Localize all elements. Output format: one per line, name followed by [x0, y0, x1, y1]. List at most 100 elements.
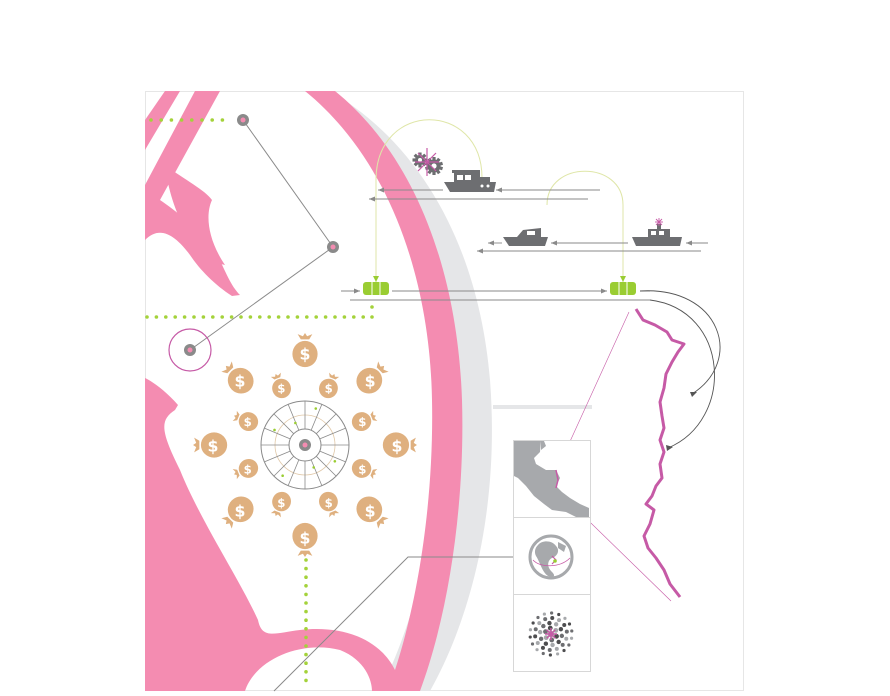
- circle-node-icon: [168, 328, 212, 372]
- cluster-dot: [543, 635, 549, 641]
- green-dot: [304, 644, 308, 648]
- green-dot: [220, 315, 224, 319]
- cluster-dot: [562, 623, 567, 628]
- wheel-icon: [260, 400, 350, 490]
- cluster-dot: [554, 646, 559, 651]
- arrow-down-icon: [373, 276, 379, 282]
- arrow-head: [477, 248, 483, 254]
- dollar-bag-icon: $: [292, 522, 318, 557]
- green-dot: [323, 315, 328, 319]
- arrow-head: [369, 196, 375, 202]
- green-dot: [182, 315, 187, 319]
- cluster-dot: [547, 620, 552, 626]
- dollar-symbol: $: [392, 436, 403, 455]
- green-dot: [179, 118, 184, 122]
- green-dot: [211, 315, 215, 319]
- dollar-symbol: $: [234, 501, 245, 520]
- cluster-dot: [567, 643, 571, 647]
- dollar-symbol: $: [300, 528, 311, 547]
- green-dot: [304, 661, 308, 665]
- green-dot: [173, 315, 177, 319]
- circle-node-icon: [237, 114, 249, 126]
- dollar-bag-icon: $: [216, 491, 259, 534]
- arrow-head: [551, 240, 557, 246]
- dollar-symbol: $: [365, 371, 376, 390]
- arrow-head: [354, 288, 360, 294]
- green-dot: [258, 315, 262, 319]
- green-dot: [229, 315, 234, 319]
- cluster-dot: [550, 642, 555, 648]
- dollar-symbol: $: [277, 381, 285, 395]
- cluster-dot: [536, 615, 540, 620]
- green-dot: [361, 315, 366, 319]
- cluster-dot: [535, 640, 540, 645]
- green-dot: [370, 315, 374, 319]
- green-dot: [145, 315, 149, 319]
- dot-cluster-icon: [528, 611, 574, 657]
- cluster-dot: [558, 626, 564, 632]
- cluster-dot: [556, 652, 560, 656]
- dollar-symbol: $: [244, 415, 252, 429]
- pink-silhouette-shape: [145, 91, 463, 691]
- green-dot: [159, 118, 163, 122]
- cluster-dot: [564, 636, 569, 641]
- cluster-dot: [548, 653, 552, 657]
- cluster-dot: [531, 621, 535, 625]
- dollar-bag-icon: $: [382, 432, 417, 458]
- star-icon: [545, 628, 557, 640]
- dollar-bag-icon: $: [316, 370, 344, 402]
- dollar-bag-icon: $: [292, 333, 318, 368]
- green-dot: [304, 558, 308, 562]
- coastline-icon: [634, 308, 686, 598]
- green-dot: [304, 678, 308, 683]
- dollar-bag-icon: $: [316, 488, 344, 520]
- dollar-symbol: $: [244, 462, 252, 476]
- green-dot: [190, 118, 194, 122]
- green-dot: [267, 315, 272, 319]
- cluster-dot: [553, 622, 559, 627]
- dollar-symbol: $: [234, 371, 245, 390]
- green-dot: [314, 315, 319, 319]
- cluster-dot: [567, 622, 572, 626]
- clipped-art: [145, 91, 492, 691]
- green-dot: [210, 118, 214, 122]
- cluster-dot: [541, 623, 546, 629]
- tugboat-icon: [632, 218, 682, 246]
- green-dot: [169, 118, 174, 122]
- cluster-dot: [542, 612, 546, 616]
- dollar-symbol: $: [300, 344, 311, 363]
- green-dot: [239, 315, 243, 319]
- dollar-symbol: $: [325, 496, 333, 510]
- green-dot: [304, 627, 308, 631]
- connector-lines: [189, 119, 592, 692]
- cluster-dot: [541, 651, 545, 656]
- cluster-dot: [559, 633, 565, 639]
- cluster-dot: [528, 635, 532, 639]
- cluster-dot: [533, 627, 538, 632]
- dollar-bag-icon: $: [216, 356, 259, 399]
- green-dot: [200, 118, 204, 122]
- dollar-symbol: $: [365, 501, 376, 520]
- green-dot: [154, 315, 159, 319]
- cluster-dot: [537, 629, 543, 635]
- dollar-bag-icon: $: [351, 491, 394, 534]
- cluster-dot: [560, 642, 565, 647]
- cluster-dot: [537, 621, 542, 626]
- green-dot: [304, 601, 308, 605]
- cluster-dot: [533, 634, 538, 639]
- cluster-dot: [530, 642, 535, 646]
- cluster-dot: [543, 617, 548, 622]
- cluster-dot: [557, 612, 561, 617]
- green-dot: [304, 566, 308, 571]
- green-dot: [304, 575, 308, 579]
- cluster-dot: [569, 636, 574, 640]
- cluster-dot: [538, 636, 544, 642]
- arrow-head: [686, 240, 692, 246]
- dollar-bag-icon: $: [351, 356, 394, 399]
- cluster-dot: [570, 629, 574, 633]
- central-america-map-icon: [514, 441, 589, 517]
- cluster-dot: [528, 628, 533, 632]
- dollar-symbol: $: [277, 496, 285, 510]
- green-dot: [276, 315, 281, 319]
